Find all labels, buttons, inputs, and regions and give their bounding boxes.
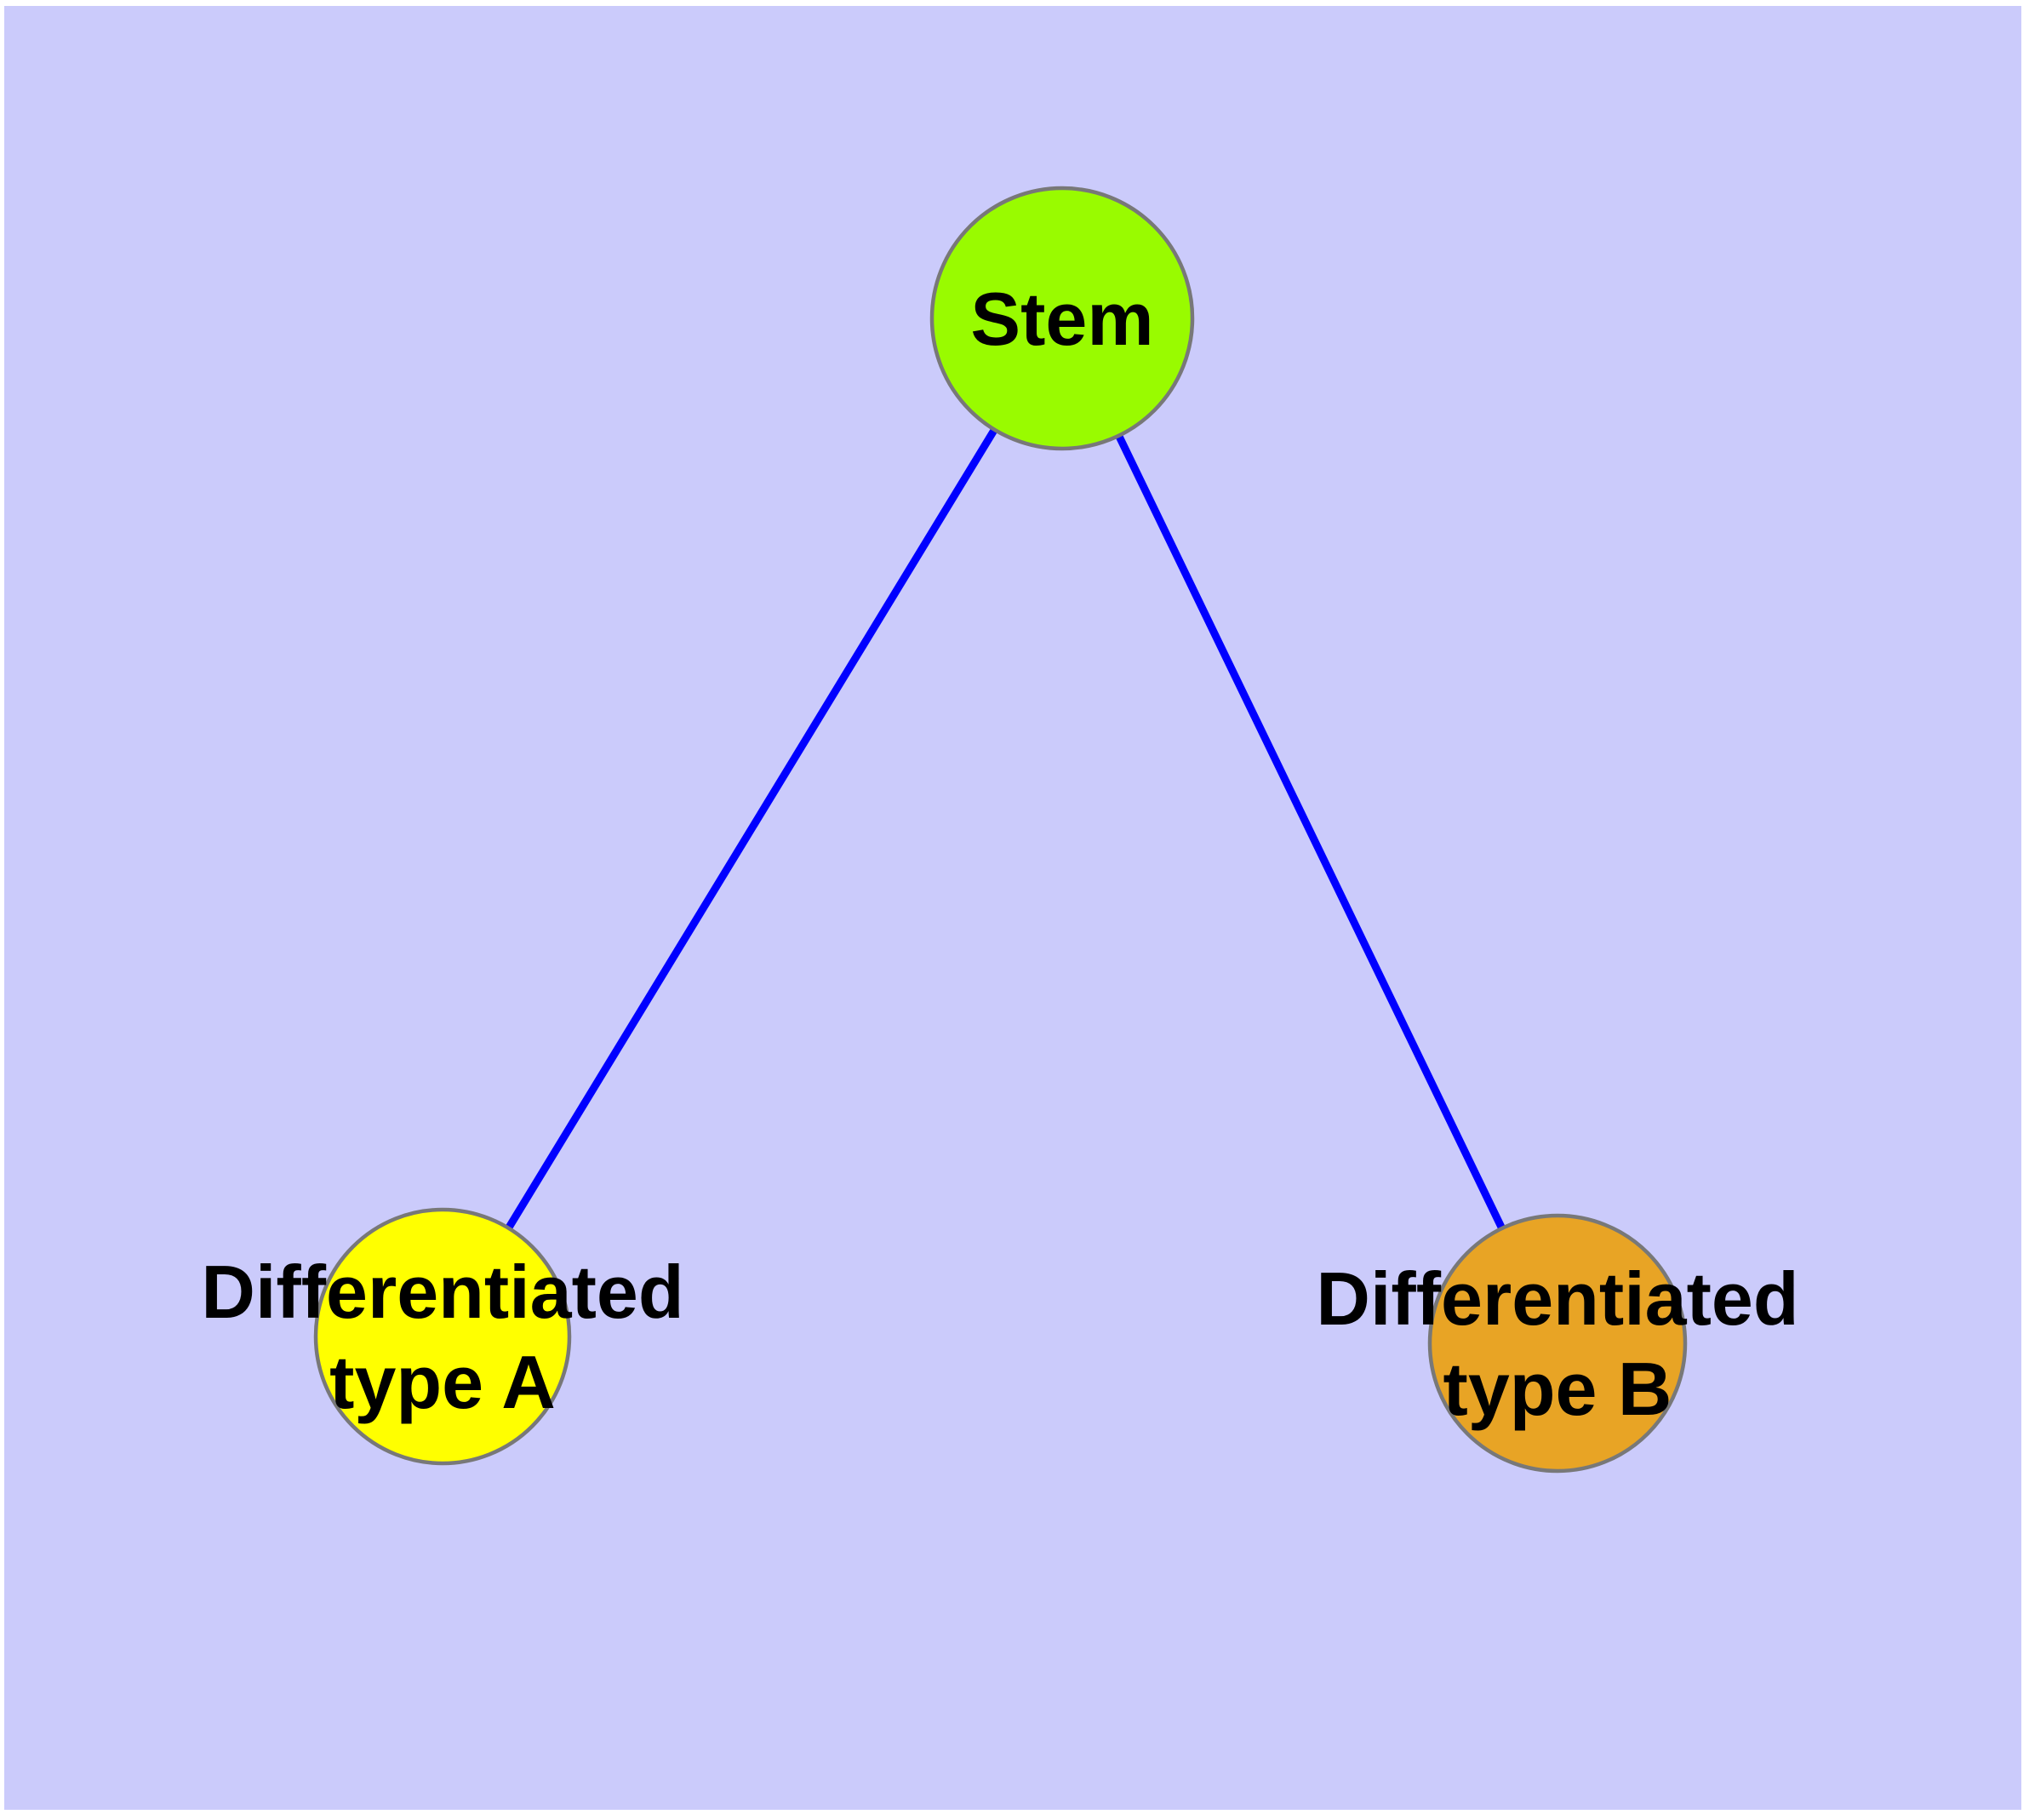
edge-stem-to-type-a [439,316,1066,1339]
edge-stem-to-type-b [1058,317,1562,1345]
node-label-stem: Stem [970,277,1153,361]
node-label-line: type B [1443,1347,1672,1431]
node-label-line: type A [329,1340,556,1424]
node-label-line: Differentiated [1316,1256,1798,1341]
node-circle-type-a [313,1207,572,1466]
node-label-line: Stem [970,277,1153,361]
node-circle-type-b [1427,1213,1688,1474]
node-label-line: Differentiated [201,1250,683,1334]
node-circle-stem [929,186,1195,451]
